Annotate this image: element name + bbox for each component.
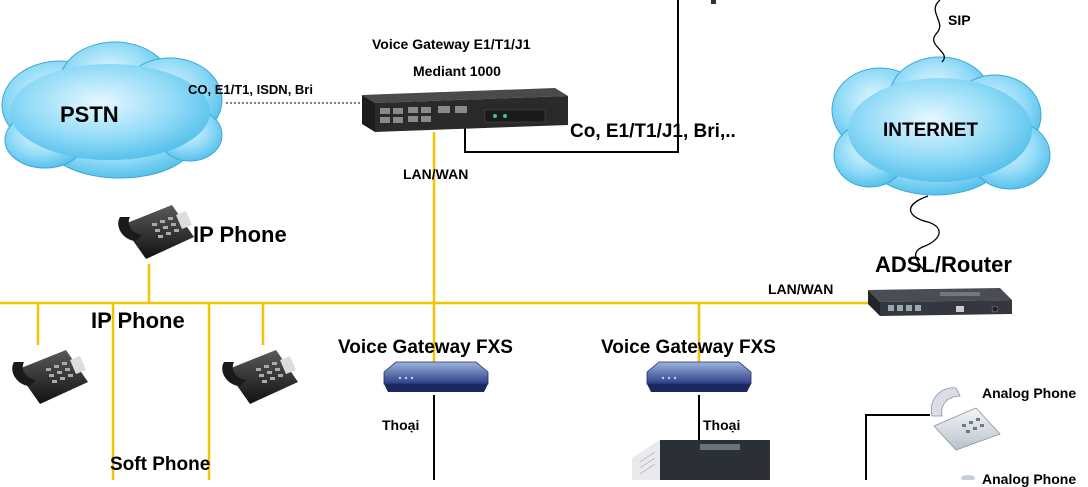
router-lan-label: LAN/WAN: [768, 281, 834, 297]
analog-phone-2-label: Analog Phone: [982, 471, 1077, 487]
pstn-link-label: CO, E1/T1, ISDN, Bri: [188, 82, 313, 97]
internet-label: INTERNET: [883, 120, 978, 141]
ip-phone-mid-icon[interactable]: [222, 350, 298, 404]
ip-phone-left-icon[interactable]: [12, 350, 88, 404]
gateway-title-line2: Mediant 1000: [413, 63, 501, 79]
adsl-router-icon[interactable]: [868, 288, 1012, 316]
analog-phone-2-icon[interactable]: [961, 475, 975, 480]
fxs-gateway-2-icon[interactable]: [646, 361, 752, 392]
fxs-gateway-2-label: Voice Gateway FXS: [601, 337, 776, 358]
mediant-1000-gateway[interactable]: [362, 88, 568, 132]
gateway-title-line1: Voice Gateway E1/T1/J1: [372, 36, 531, 52]
analog-phone-1-label: Analog Phone: [982, 385, 1077, 401]
adsl-router-label: ADSL/Router: [875, 252, 1012, 277]
antenna-icon: [711, 0, 716, 4]
internet-cloud: [831, 56, 1051, 196]
trunk-wiring: [433, 0, 930, 480]
analog-phone-1-icon[interactable]: [930, 387, 1001, 451]
ip-phone-top-label: IP Phone: [193, 222, 287, 247]
internet-router-link: [910, 195, 940, 273]
pbx-cabinet-icon[interactable]: [632, 440, 770, 480]
soft-phone-label: Soft Phone: [110, 454, 211, 475]
pstn-cloud: [1, 41, 223, 179]
pstn-label: PSTN: [60, 102, 119, 127]
trunk-link-label: Co, E1/T1/J1, Bri,..: [570, 121, 736, 142]
sip-link: [933, 0, 945, 63]
gateway-lan-label: LAN/WAN: [403, 166, 469, 182]
voice-1-label: Thoại: [382, 417, 420, 433]
ip-phone-top-icon[interactable]: [118, 205, 194, 259]
fxs-gateway-1-icon[interactable]: [383, 361, 489, 392]
fxs-gateway-1-label: Voice Gateway FXS: [338, 337, 513, 358]
lan-wiring: [0, 132, 870, 480]
voice-2-label: Thoại: [703, 417, 741, 433]
ip-phone-mid-label: IP Phone: [91, 308, 185, 333]
sip-label: SIP: [948, 12, 971, 28]
